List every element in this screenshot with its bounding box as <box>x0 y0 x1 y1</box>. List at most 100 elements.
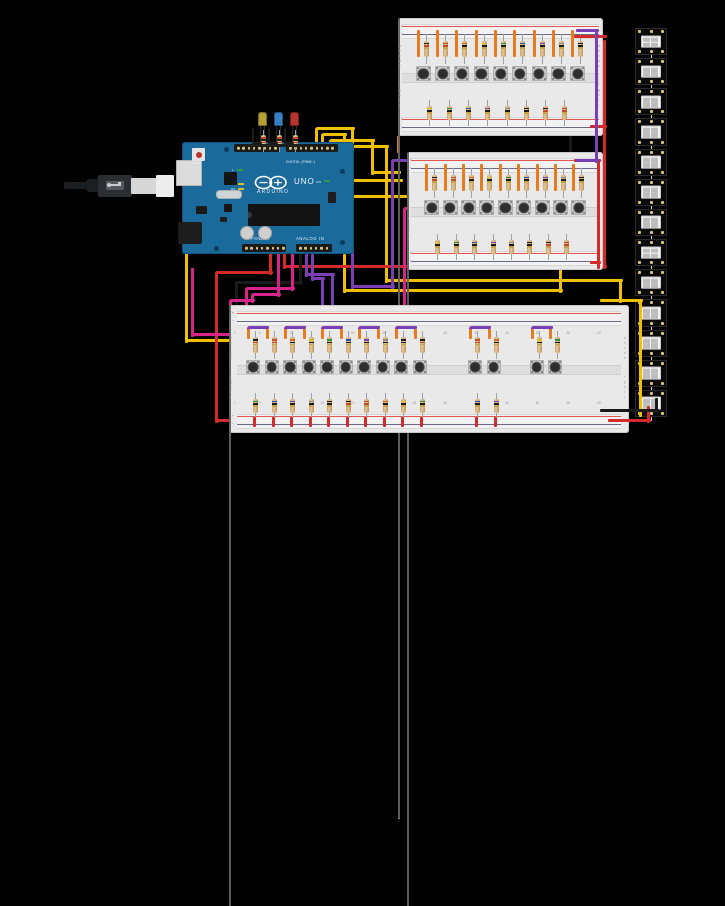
tie-point-hole[interactable] <box>398 294 400 296</box>
rail-hole[interactable] <box>407 228 409 230</box>
solder-pad[interactable] <box>661 120 664 124</box>
rail-hole[interactable] <box>398 206 400 208</box>
tie-point-hole[interactable] <box>398 238 400 240</box>
power-rail-bot[interactable] <box>410 251 600 266</box>
rail-hole[interactable] <box>407 198 409 200</box>
neopixel-pad-row-top[interactable] <box>638 90 664 94</box>
solder-pad[interactable] <box>638 150 641 154</box>
solder-pad[interactable] <box>649 391 653 395</box>
series-resistor[interactable] <box>327 393 333 419</box>
solder-pad[interactable] <box>638 50 641 54</box>
tie-point-hole[interactable] <box>398 256 400 258</box>
pull-resistor[interactable] <box>345 331 351 359</box>
tie-point-hole[interactable] <box>398 292 400 294</box>
solder-pad[interactable] <box>661 351 664 355</box>
rail-hole[interactable] <box>407 232 409 234</box>
solder-pad[interactable] <box>661 261 664 265</box>
rail-hole[interactable] <box>407 282 409 284</box>
rail-hole[interactable] <box>398 86 400 88</box>
rail-hole[interactable] <box>398 124 400 126</box>
rail-hole[interactable] <box>398 34 400 36</box>
tie-point-hole[interactable] <box>398 264 400 266</box>
solder-pad[interactable] <box>649 241 653 245</box>
rail-hole[interactable] <box>398 52 400 54</box>
rail-hole[interactable] <box>407 192 409 194</box>
pushbutton-cap[interactable] <box>500 202 511 213</box>
rail-hole[interactable] <box>398 22 400 24</box>
rail-hole[interactable] <box>407 292 409 294</box>
pull-resistor[interactable] <box>493 331 499 359</box>
rail-hole[interactable] <box>398 68 400 70</box>
rail-hole[interactable] <box>407 158 409 160</box>
rail-hole[interactable] <box>398 216 400 218</box>
solder-pad[interactable] <box>661 321 664 325</box>
rail-hole[interactable] <box>407 222 409 224</box>
pushbutton[interactable] <box>454 66 470 81</box>
rail-hole[interactable] <box>398 70 400 72</box>
solder-pad[interactable] <box>649 291 653 295</box>
pushbutton-cap[interactable] <box>574 202 584 213</box>
pushbutton-cap[interactable] <box>267 362 277 372</box>
series-resistor[interactable] <box>504 100 510 126</box>
pushbutton-cap[interactable] <box>515 68 525 79</box>
rail-hole[interactable] <box>229 377 231 379</box>
pushbutton-cap[interactable] <box>304 362 314 372</box>
rail-hole[interactable] <box>407 244 409 246</box>
tie-point-hole[interactable] <box>398 302 400 304</box>
rail-hole[interactable] <box>229 407 231 409</box>
tie-point-hole[interactable] <box>407 434 409 436</box>
neopixel-pad-row-top[interactable] <box>638 271 664 275</box>
tie-point-hole[interactable] <box>398 228 400 230</box>
power-rail-bot[interactable] <box>402 117 599 132</box>
pushbutton-cap[interactable] <box>495 68 506 79</box>
tie-point-hole[interactable] <box>398 298 400 300</box>
pushbutton[interactable] <box>394 360 409 374</box>
pushbutton-cap[interactable] <box>445 202 455 213</box>
rail-hole[interactable] <box>229 305 231 307</box>
rail-hole[interactable] <box>407 168 409 170</box>
solder-pad[interactable] <box>649 180 653 184</box>
solder-pad[interactable] <box>649 200 653 204</box>
solder-pad[interactable] <box>638 170 641 174</box>
solder-pad[interactable] <box>661 140 664 144</box>
rail-hole[interactable] <box>398 208 400 210</box>
pull-resistor[interactable] <box>487 168 493 198</box>
rail-hole[interactable] <box>398 24 400 26</box>
pushbutton-cap[interactable] <box>418 68 429 79</box>
pull-resistor[interactable] <box>364 331 370 359</box>
pushbutton-cap[interactable] <box>359 362 369 372</box>
pushbutton[interactable] <box>531 66 547 81</box>
pushbutton[interactable] <box>497 200 513 215</box>
rail-hole[interactable] <box>407 194 409 196</box>
tie-point-hole[interactable] <box>398 224 400 226</box>
reset-button-cap[interactable] <box>195 151 202 158</box>
rail-hole[interactable] <box>407 256 409 258</box>
rail-hole[interactable] <box>229 371 231 373</box>
solder-pad[interactable] <box>649 30 653 33</box>
tie-point-hole[interactable] <box>398 262 400 264</box>
rail-hole[interactable] <box>398 90 400 92</box>
rail-hole[interactable] <box>398 42 400 44</box>
rail-hole[interactable] <box>407 252 409 254</box>
power-rail-top[interactable] <box>402 24 599 39</box>
solder-pad[interactable] <box>638 271 641 275</box>
breadboard-bottom-large[interactable]: +−+−aabbccddeeffgghhiijj1155101015152020… <box>229 305 629 906</box>
neopixel-pad-row-bottom[interactable] <box>638 291 664 295</box>
tie-point-hole[interactable] <box>398 254 400 256</box>
pushbutton-cap[interactable] <box>470 362 480 372</box>
rail-hole[interactable] <box>407 266 409 268</box>
rail-hole[interactable] <box>229 339 231 341</box>
rail-hole[interactable] <box>407 152 409 154</box>
rail-hole[interactable] <box>229 415 231 417</box>
pull-resistor[interactable] <box>469 168 475 198</box>
rail-hole[interactable] <box>398 152 400 154</box>
indicator-led[interactable] <box>258 112 267 142</box>
rail-hole[interactable] <box>398 204 400 206</box>
tie-point-hole[interactable] <box>398 260 400 262</box>
rail-hole[interactable] <box>407 286 409 288</box>
neopixel-pad-row-bottom[interactable] <box>638 170 664 174</box>
series-resistor[interactable] <box>308 393 314 419</box>
rail-hole[interactable] <box>407 248 409 250</box>
